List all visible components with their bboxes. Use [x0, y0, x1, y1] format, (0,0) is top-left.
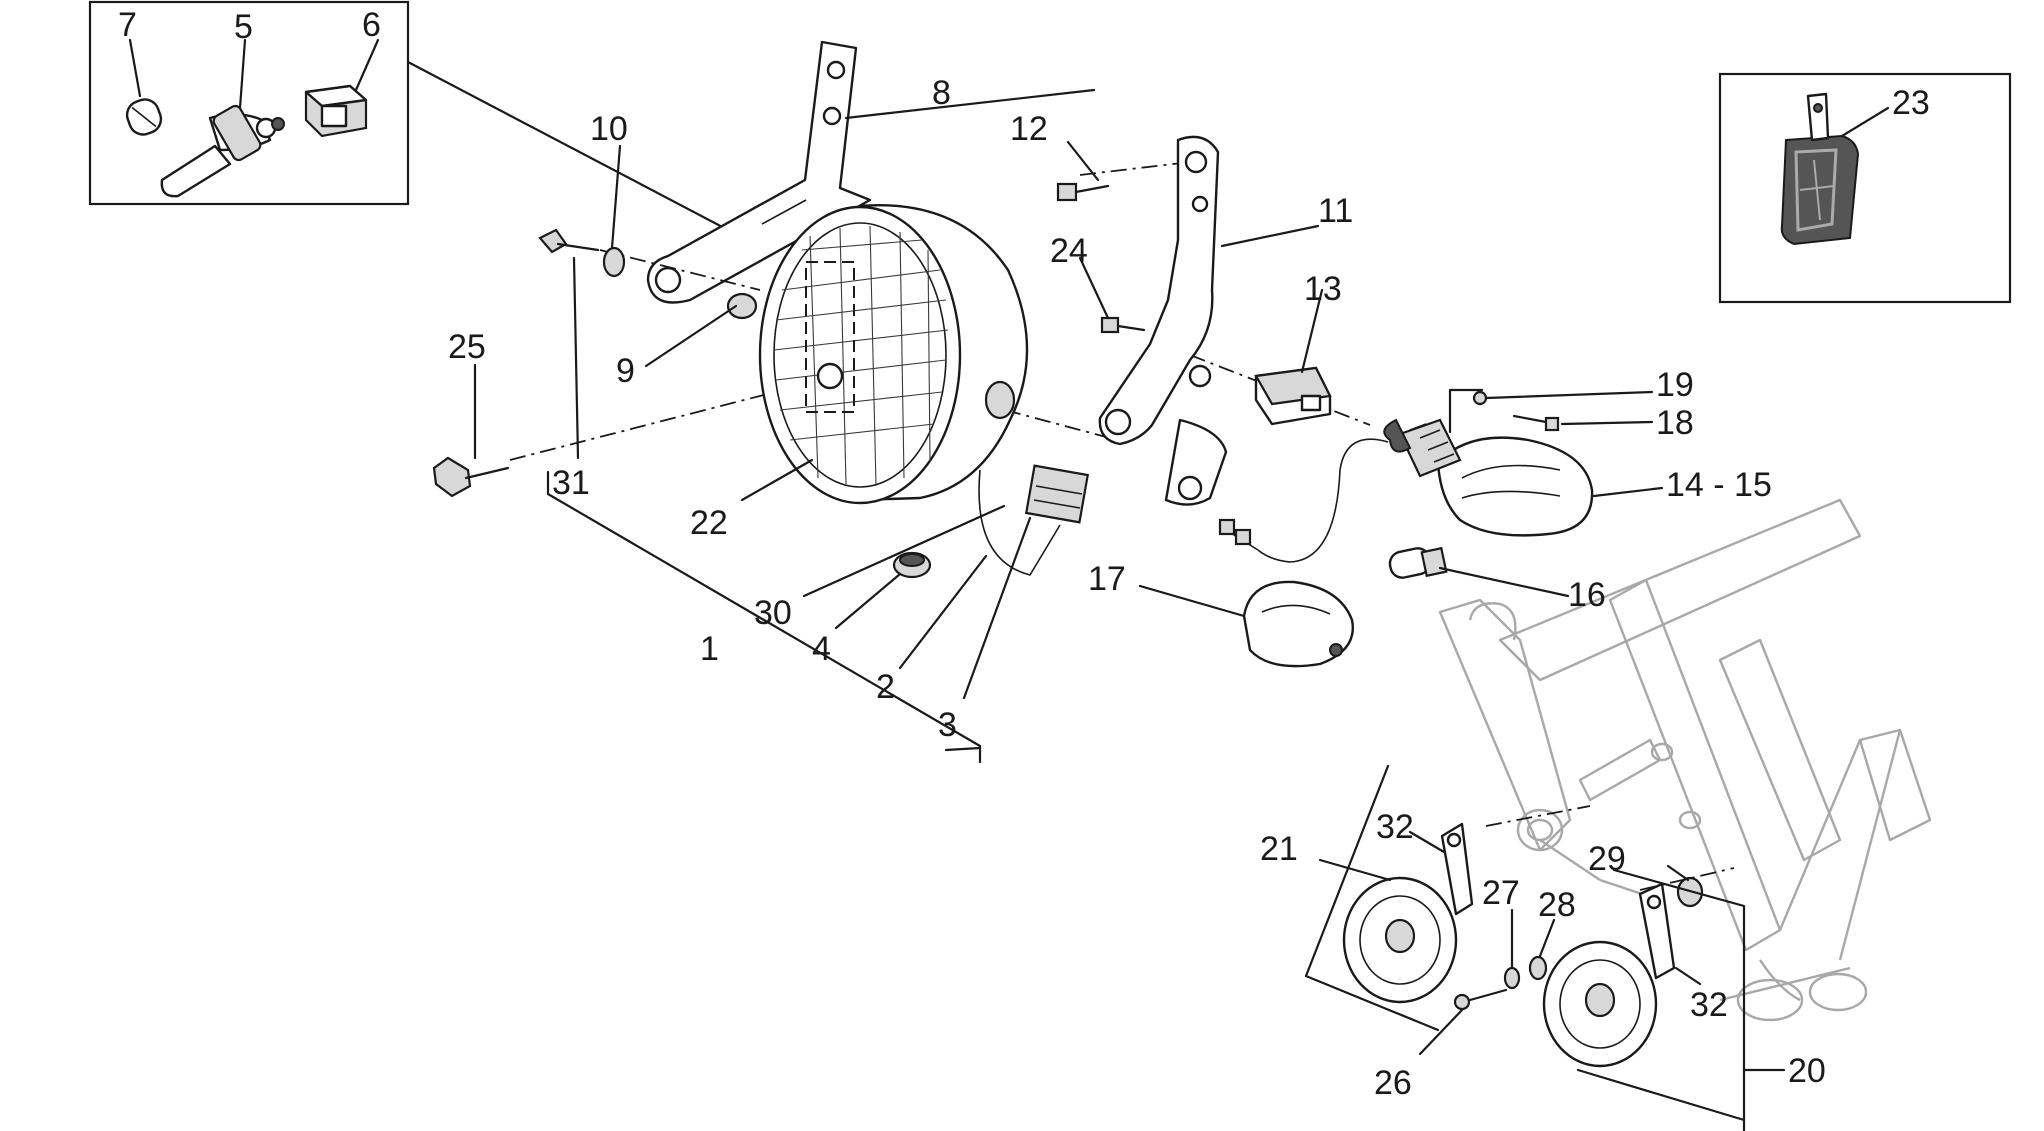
- callout-1: 1: [700, 630, 719, 668]
- connector-3: [978, 464, 1090, 576]
- callout-17: 17: [1088, 560, 1126, 598]
- callout-4: 4: [812, 630, 831, 668]
- reflector-23: [1780, 92, 1860, 246]
- callout-10: 10: [590, 110, 628, 148]
- headlamp-bracket-8: [646, 40, 872, 304]
- bolt-24: [1100, 316, 1146, 334]
- headlamp-22: [758, 204, 1029, 505]
- callout-11: 11: [1318, 192, 1353, 230]
- grommet-4: [892, 551, 932, 579]
- callout-5: 5: [234, 8, 253, 46]
- headlamp-bulb-5: [160, 104, 285, 198]
- washer-19: [1472, 390, 1488, 406]
- bulb-socket-6: [304, 84, 368, 138]
- bolt-25: [432, 456, 510, 498]
- callout-19: 19: [1656, 366, 1694, 404]
- motorcycle-frame: [1438, 498, 1932, 1022]
- callout-25: 25: [448, 328, 486, 366]
- horn-20: [1542, 882, 1676, 1068]
- washer-28: [1528, 955, 1548, 981]
- callout-8: 8: [932, 74, 951, 112]
- callout-13: 13: [1304, 270, 1342, 308]
- bolt-31: [538, 228, 600, 254]
- callout-21: 21: [1260, 830, 1298, 868]
- headlamp-lens-pattern: [773, 225, 949, 487]
- reflector-inset-box: [1718, 72, 2012, 304]
- callout-31: 31: [552, 464, 590, 502]
- callout-30: 30: [754, 594, 792, 632]
- screw-18: [1512, 414, 1560, 432]
- relay-13: [1254, 366, 1332, 426]
- bolt-26: [1453, 988, 1508, 1011]
- callout-28: 28: [1538, 886, 1576, 924]
- callout-27: 27: [1482, 874, 1520, 912]
- callout-14-15: 14 - 15: [1666, 466, 1772, 504]
- callout-labels: 7 5 6 8 10 12 11 23 24 13 25 9 19 18 14 …: [118, 6, 1930, 1102]
- callout-29: 29: [1588, 840, 1626, 878]
- washer-27: [1503, 966, 1521, 990]
- callout-16: 16: [1568, 576, 1606, 614]
- callout-24: 24: [1050, 232, 1088, 270]
- callout-3: 3: [938, 706, 957, 744]
- washer-10: [602, 246, 626, 278]
- callout-32-upper: 32: [1376, 808, 1414, 846]
- callout-26: 26: [1374, 1064, 1412, 1102]
- leader-lines: [473, 88, 1786, 1072]
- callout-12: 12: [1010, 110, 1048, 148]
- bulb-inset-box: [88, 0, 410, 206]
- callout-22: 22: [690, 504, 728, 542]
- small-bulb-7: [125, 98, 163, 136]
- horn-21: [1342, 822, 1474, 1004]
- callout-9: 9: [616, 352, 635, 390]
- spacer-9: [726, 292, 758, 320]
- callout-6: 6: [362, 6, 381, 44]
- callout-18: 18: [1656, 404, 1694, 442]
- turn-indicator-14-15: [1218, 418, 1594, 563]
- callout-2: 2: [876, 668, 895, 706]
- bolt-12: [1056, 182, 1110, 202]
- bulb-16: [1388, 546, 1448, 579]
- callout-32-lower: 32: [1690, 986, 1728, 1024]
- callout-20: 20: [1788, 1052, 1826, 1090]
- mount-bracket-11: [1098, 135, 1228, 506]
- callout-23: 23: [1892, 84, 1930, 122]
- side-lens-17: [1242, 580, 1354, 668]
- callout-7: 7: [118, 6, 137, 44]
